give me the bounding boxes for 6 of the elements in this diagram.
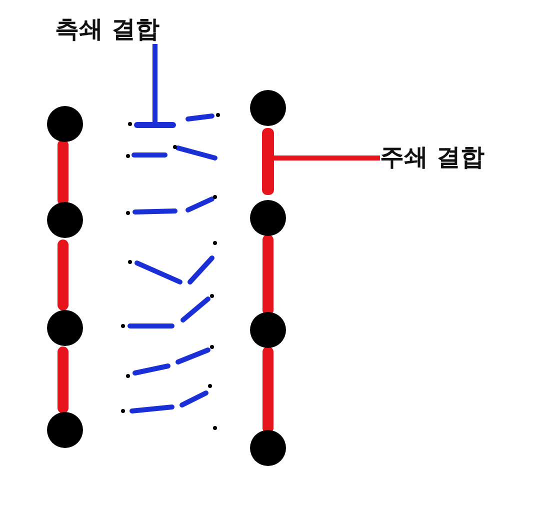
leader-line: [274, 156, 380, 160]
side-chain-bond-label: 측쇄 결합: [55, 14, 160, 44]
main-chain-bond-label: 주쇄 결합: [380, 142, 484, 172]
main-chain-bond: [262, 128, 274, 195]
side-chain-bond: [134, 122, 176, 128]
leader-line: [152, 44, 158, 122]
